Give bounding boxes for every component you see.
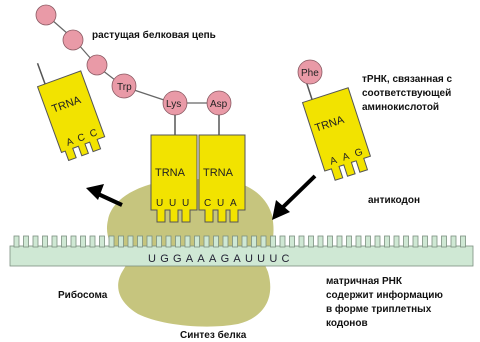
mrna-tooth — [176, 236, 181, 247]
arrow-right-incoming — [272, 176, 315, 220]
mrna-tooth — [451, 236, 456, 247]
mrna-tooth — [185, 236, 190, 247]
mrna-tooth — [33, 236, 38, 247]
mrna-tooth — [271, 236, 276, 247]
mrna-tooth — [43, 236, 48, 247]
label-trna-bound-line2: соответствующей — [362, 88, 451, 99]
trna-middle-asp-label: TRNA — [203, 167, 234, 179]
mrna-tooth — [109, 236, 114, 247]
mrna-tooth — [214, 236, 219, 247]
trna-middle-asp: TRNA C U A — [199, 135, 245, 222]
amino-acid-phe-label: Phe — [301, 68, 319, 79]
mrna-tooth — [375, 236, 380, 247]
mrna-tooth — [309, 236, 314, 247]
trna-middle-lys-base-3: U — [182, 198, 189, 209]
mrna-tooth — [318, 236, 323, 247]
trna-middle-lys-base-1: U — [156, 198, 163, 209]
trna-left-body — [38, 71, 109, 162]
mrna-tooth — [24, 236, 29, 247]
mrna-tooth — [233, 236, 238, 247]
label-ribosome: Рибосома — [58, 289, 108, 301]
trna-middle-asp-base-1: C — [204, 198, 211, 209]
mrna-tooth — [404, 236, 409, 247]
trna-middle-lys: TRNA U U U — [151, 135, 197, 222]
mrna-tooth — [90, 236, 95, 247]
mrna-tooth — [366, 236, 371, 247]
trna-middle-asp-base-2: U — [217, 198, 224, 209]
trna-middle-lys-label: TRNA — [155, 167, 186, 179]
label-mrna-line3: в форме триплетных — [326, 303, 432, 315]
mrna-tooth — [138, 236, 143, 247]
amino-acid-lys-label: Lys — [166, 99, 181, 110]
mrna-tooth — [280, 236, 285, 247]
amino-acid-asp-label: Asp — [210, 99, 228, 110]
trna-middle-asp-base-3: A — [230, 198, 237, 209]
mrna-tooth — [52, 236, 57, 247]
mrna-tooth — [461, 236, 466, 247]
mrna-tooth — [195, 236, 200, 247]
label-synthesis: Синтез белка — [180, 329, 247, 341]
label-mrna-line2: содержит информацию — [326, 289, 443, 301]
mrna-tooth — [337, 236, 342, 247]
mrna-tooth — [423, 236, 428, 247]
mrna-tooth — [157, 236, 162, 247]
trna-right-stem — [306, 82, 312, 99]
mrna-tooth — [261, 236, 266, 247]
mrna-tooth — [62, 236, 67, 247]
label-mrna-line4: кодонов — [326, 318, 368, 329]
mrna-tooth — [442, 236, 447, 247]
mrna-tooth — [252, 236, 257, 247]
mrna-tooth — [166, 236, 171, 247]
mrna-tooth — [290, 236, 295, 247]
trna-left-stem — [38, 63, 46, 84]
label-trna-bound-line3: аминокислотой — [362, 102, 439, 113]
mrna-tooth — [242, 236, 247, 247]
amino-acid-bead — [36, 5, 56, 25]
mrna-tooth — [394, 236, 399, 247]
mrna-tooth — [299, 236, 304, 247]
mrna-tooth — [223, 236, 228, 247]
mrna-tooth — [119, 236, 124, 247]
mrna-tooth — [81, 236, 86, 247]
mrna-tooth — [356, 236, 361, 247]
amino-acid-bead — [87, 55, 107, 75]
label-mrna-line1: матричная РНК — [326, 276, 403, 287]
mrna-tooth — [347, 236, 352, 247]
arrow-left-departing — [86, 184, 122, 205]
mrna-tooth — [204, 236, 209, 247]
amino-acid-trp-label: Trp — [117, 82, 132, 93]
mrna-tooth — [100, 236, 105, 247]
mrna-tooth — [71, 236, 76, 247]
mrna-tooth — [147, 236, 152, 247]
label-trna-bound-line1: тРНК, связанная с — [362, 74, 453, 85]
mrna-tooth — [385, 236, 390, 247]
mrna-tooth — [432, 236, 437, 247]
mrna-tooth — [328, 236, 333, 247]
trna-middle-lys-base-2: U — [169, 198, 176, 209]
amino-acid-bead — [63, 30, 83, 50]
mrna-tooth — [128, 236, 133, 247]
label-growing-chain: растущая белковая цепь — [92, 29, 216, 41]
mrna-tooth — [413, 236, 418, 247]
label-anticodon: антикодон — [368, 195, 420, 206]
mrna-tooth — [14, 236, 19, 247]
